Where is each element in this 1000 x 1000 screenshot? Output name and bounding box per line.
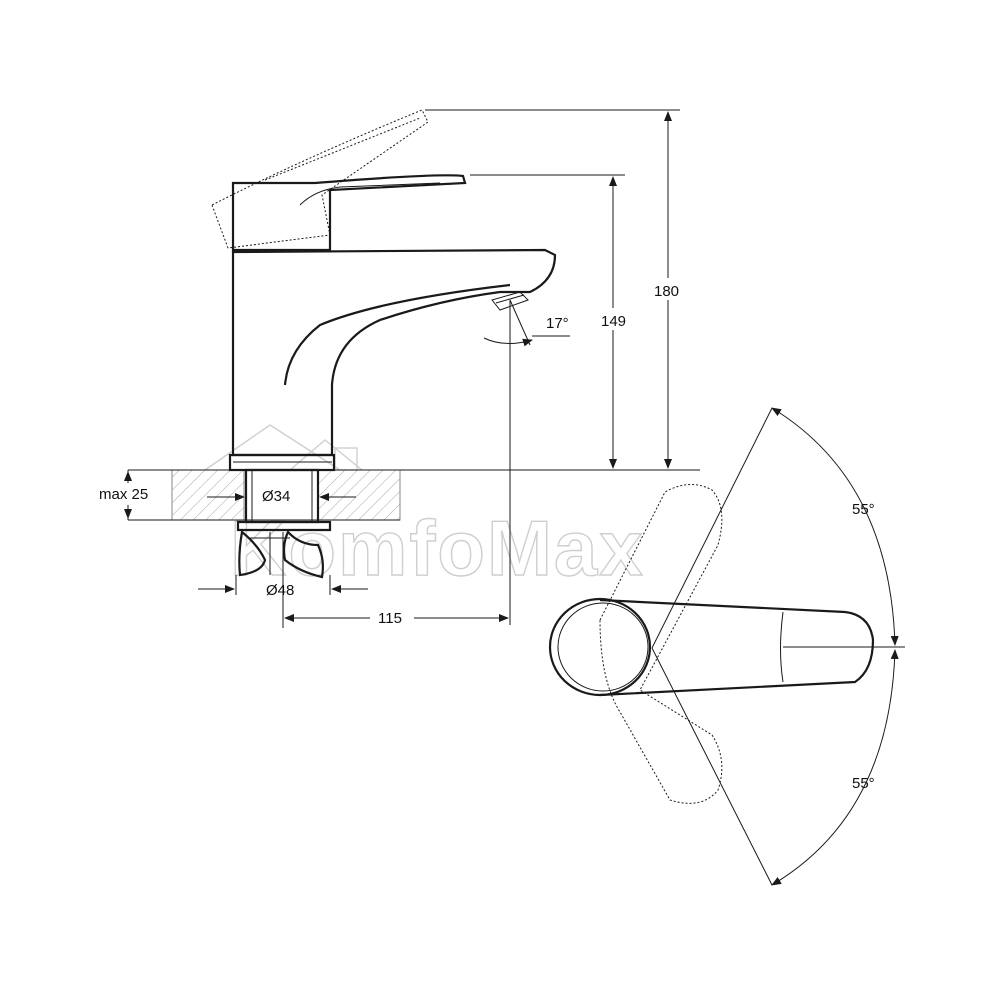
watermark: KomfoMax	[204, 424, 645, 593]
handle-closed	[231, 174, 467, 252]
house-logo-icon	[204, 424, 363, 471]
label-17deg: 17°	[546, 315, 569, 332]
rotation-arc-top	[771, 407, 899, 646]
faucet-side-view	[211, 109, 557, 579]
faucet-top-view	[548, 407, 905, 886]
label-149: 149	[601, 313, 626, 330]
label-d48: Ø48	[266, 582, 294, 599]
label-55deg-top: 55°	[852, 501, 875, 518]
base-circle	[548, 597, 652, 697]
aerator	[491, 291, 529, 311]
watermark-text: KomfoMax	[230, 504, 645, 592]
dimension-labels: 180 149 17° max 25 Ø34 Ø48 115 55° 55°	[96, 278, 875, 792]
faucet-body	[231, 248, 557, 457]
label-55deg-bottom: 55°	[852, 775, 875, 792]
handle-rotated-outline	[599, 484, 723, 804]
deck-section	[128, 469, 700, 521]
handle-open-dotted	[211, 109, 429, 249]
dim-arc-17	[483, 337, 533, 347]
label-115: 115	[378, 610, 402, 627]
label-max25: max 25	[99, 486, 148, 503]
lock-nut	[236, 520, 332, 532]
label-d34: Ø34	[262, 488, 290, 505]
label-180: 180	[654, 283, 679, 300]
rotation-arc-bottom	[771, 649, 899, 886]
